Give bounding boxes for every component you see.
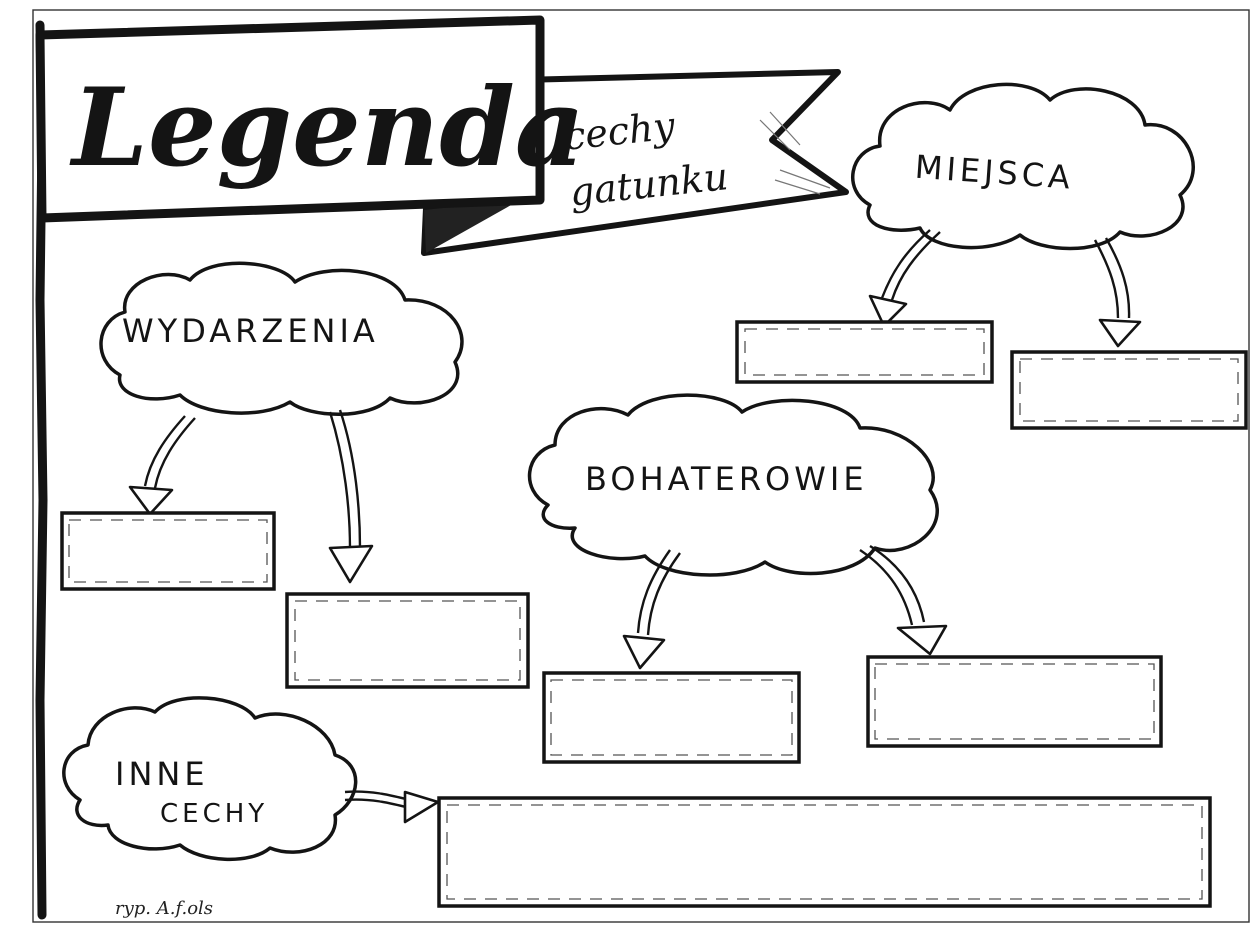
cloud-miejsca	[851, 82, 1195, 251]
cloud-wydarzenia-label: WYDARZENIA	[122, 312, 379, 350]
arrow-wydarzenia-left	[128, 415, 196, 516]
cloud-wydarzenia	[99, 261, 464, 416]
answer-box-inne-cechy[interactable]	[437, 796, 1212, 908]
cloud-inne-cechy	[62, 696, 358, 862]
page-frame	[32, 9, 1250, 923]
arrow-bohaterowie-right	[859, 544, 948, 656]
page-title: Legenda	[69, 65, 585, 191]
cloud-bohaterowie-label: BOHATEROWIE	[585, 460, 868, 498]
cloud-bohaterowie	[527, 393, 939, 577]
arrow-inne-cechy	[344, 790, 440, 824]
arrow-wydarzenia-right	[328, 409, 374, 584]
author-signature: ryp. A.f.ols	[115, 898, 213, 919]
answer-box-wydarzenia-2[interactable]	[285, 592, 530, 689]
answer-box-bohaterowie-2[interactable]	[866, 655, 1163, 748]
arrow-miejsca-left	[868, 229, 941, 328]
arrow-bohaterowie-left	[622, 549, 681, 670]
arrow-miejsca-right	[1093, 237, 1142, 348]
answer-box-wydarzenia-1[interactable]	[60, 511, 276, 591]
cloud-inne-label-2: CECHY	[160, 799, 268, 829]
answer-box-miejsca-1[interactable]	[735, 320, 994, 384]
cloud-inne-label-1: INNE	[115, 755, 209, 793]
title-flag	[35, 15, 545, 223]
answer-box-bohaterowie-1[interactable]	[542, 671, 801, 764]
answer-box-miejsca-2[interactable]	[1010, 350, 1248, 430]
